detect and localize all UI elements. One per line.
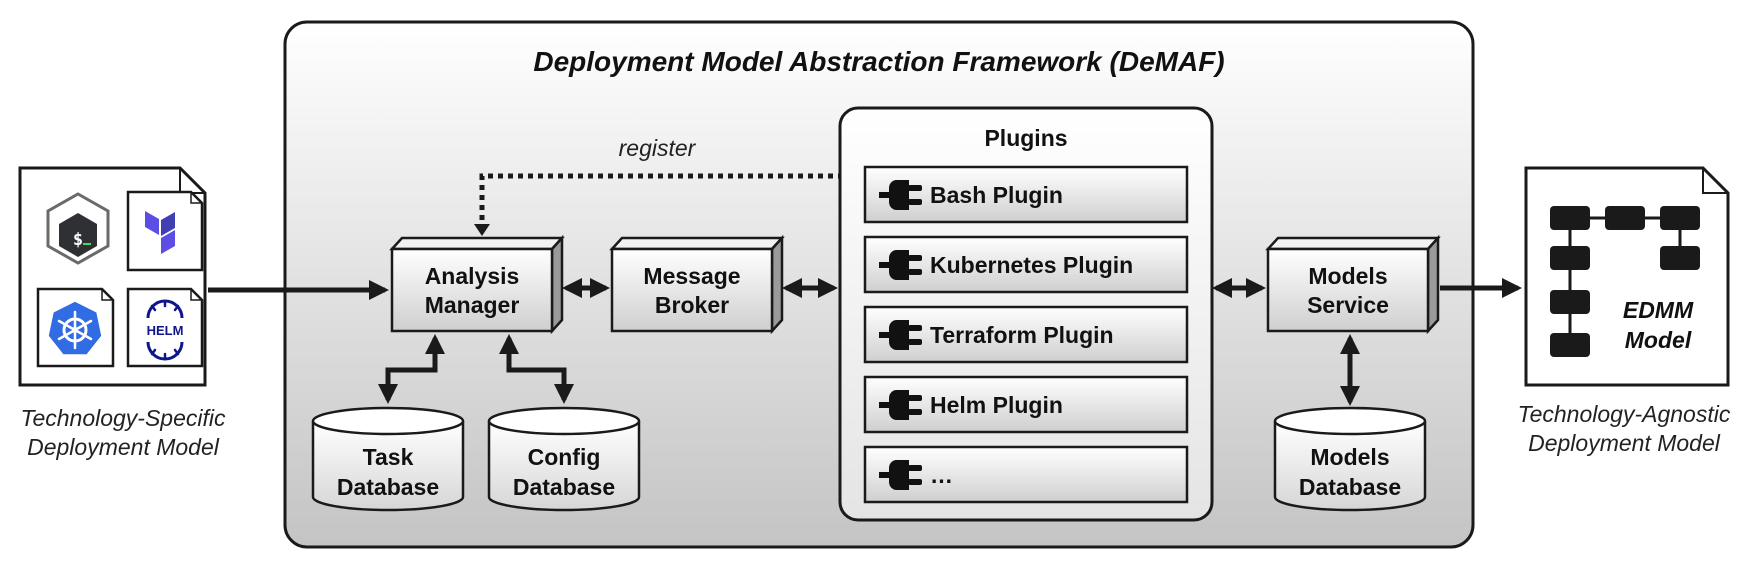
plugin-helm: Helm Plugin — [863, 375, 1189, 434]
edmm-graph-icon — [1550, 206, 1700, 357]
plugin-more: … — [863, 445, 1189, 504]
output-caption-line1: Technology-Agnostic — [1518, 401, 1731, 427]
plugin-helm-label: Helm Plugin — [930, 392, 1063, 418]
terraform-icon — [126, 190, 204, 272]
message-broker-box: Message Broker — [609, 234, 785, 335]
models-database: Models Database — [1273, 406, 1427, 512]
register-label: register — [619, 135, 697, 161]
models-database-line1: Models — [1310, 444, 1389, 470]
plugin-terraform-label: Terraform Plugin — [930, 322, 1114, 348]
message-broker-line2: Broker — [655, 292, 729, 318]
helm-icon: HELM — [126, 287, 204, 368]
edmm-model-line2: Model — [1625, 327, 1692, 353]
config-database: Config Database — [487, 406, 641, 512]
models-service-box: Models Service — [1265, 234, 1441, 335]
plugins-title: Plugins — [984, 125, 1067, 151]
analysis-config-db-arrow — [499, 334, 574, 404]
plugin-terraform: Terraform Plugin — [863, 305, 1189, 364]
config-database-line2: Database — [513, 474, 615, 500]
plugin-kubernetes: Kubernetes Plugin — [863, 235, 1189, 294]
kubernetes-icon — [36, 287, 115, 368]
bash-icon: $ — [46, 192, 110, 265]
analysis-manager-line1: Analysis — [425, 263, 520, 289]
input-caption-line1: Technology-Specific — [21, 405, 226, 431]
edmm-model-line1: EDMM — [1623, 297, 1694, 323]
plugin-bash: Bash Plugin — [863, 165, 1189, 224]
task-database-line2: Database — [337, 474, 439, 500]
input-caption-line2: Deployment Model — [27, 434, 220, 460]
output-caption-line2: Deployment Model — [1528, 430, 1721, 456]
models-database-line2: Database — [1299, 474, 1401, 500]
task-database: Task Database — [311, 406, 465, 512]
plugin-bash-label: Bash Plugin — [930, 182, 1063, 208]
framework-title: Deployment Model Abstraction Framework (… — [533, 46, 1224, 77]
analysis-task-db-arrow — [378, 334, 445, 404]
output-model-document: EDMM Model — [1524, 166, 1730, 387]
connectors — [208, 278, 1522, 406]
svg-text:$: $ — [73, 230, 83, 250]
analysis-manager-box: Analysis Manager — [389, 234, 565, 335]
register-connector — [479, 173, 843, 226]
config-database-line1: Config — [528, 444, 601, 470]
task-database-line1: Task — [363, 444, 414, 470]
message-broker-line1: Message — [643, 263, 740, 289]
models-service-line1: Models — [1308, 263, 1387, 289]
analysis-manager-line2: Manager — [425, 292, 520, 318]
input-model-document: $ — [18, 166, 207, 387]
plugin-kubernetes-label: Kubernetes Plugin — [930, 252, 1133, 278]
helm-wordmark: HELM — [147, 323, 184, 338]
plugin-more-label: … — [930, 462, 953, 488]
models-service-line2: Service — [1307, 292, 1389, 318]
